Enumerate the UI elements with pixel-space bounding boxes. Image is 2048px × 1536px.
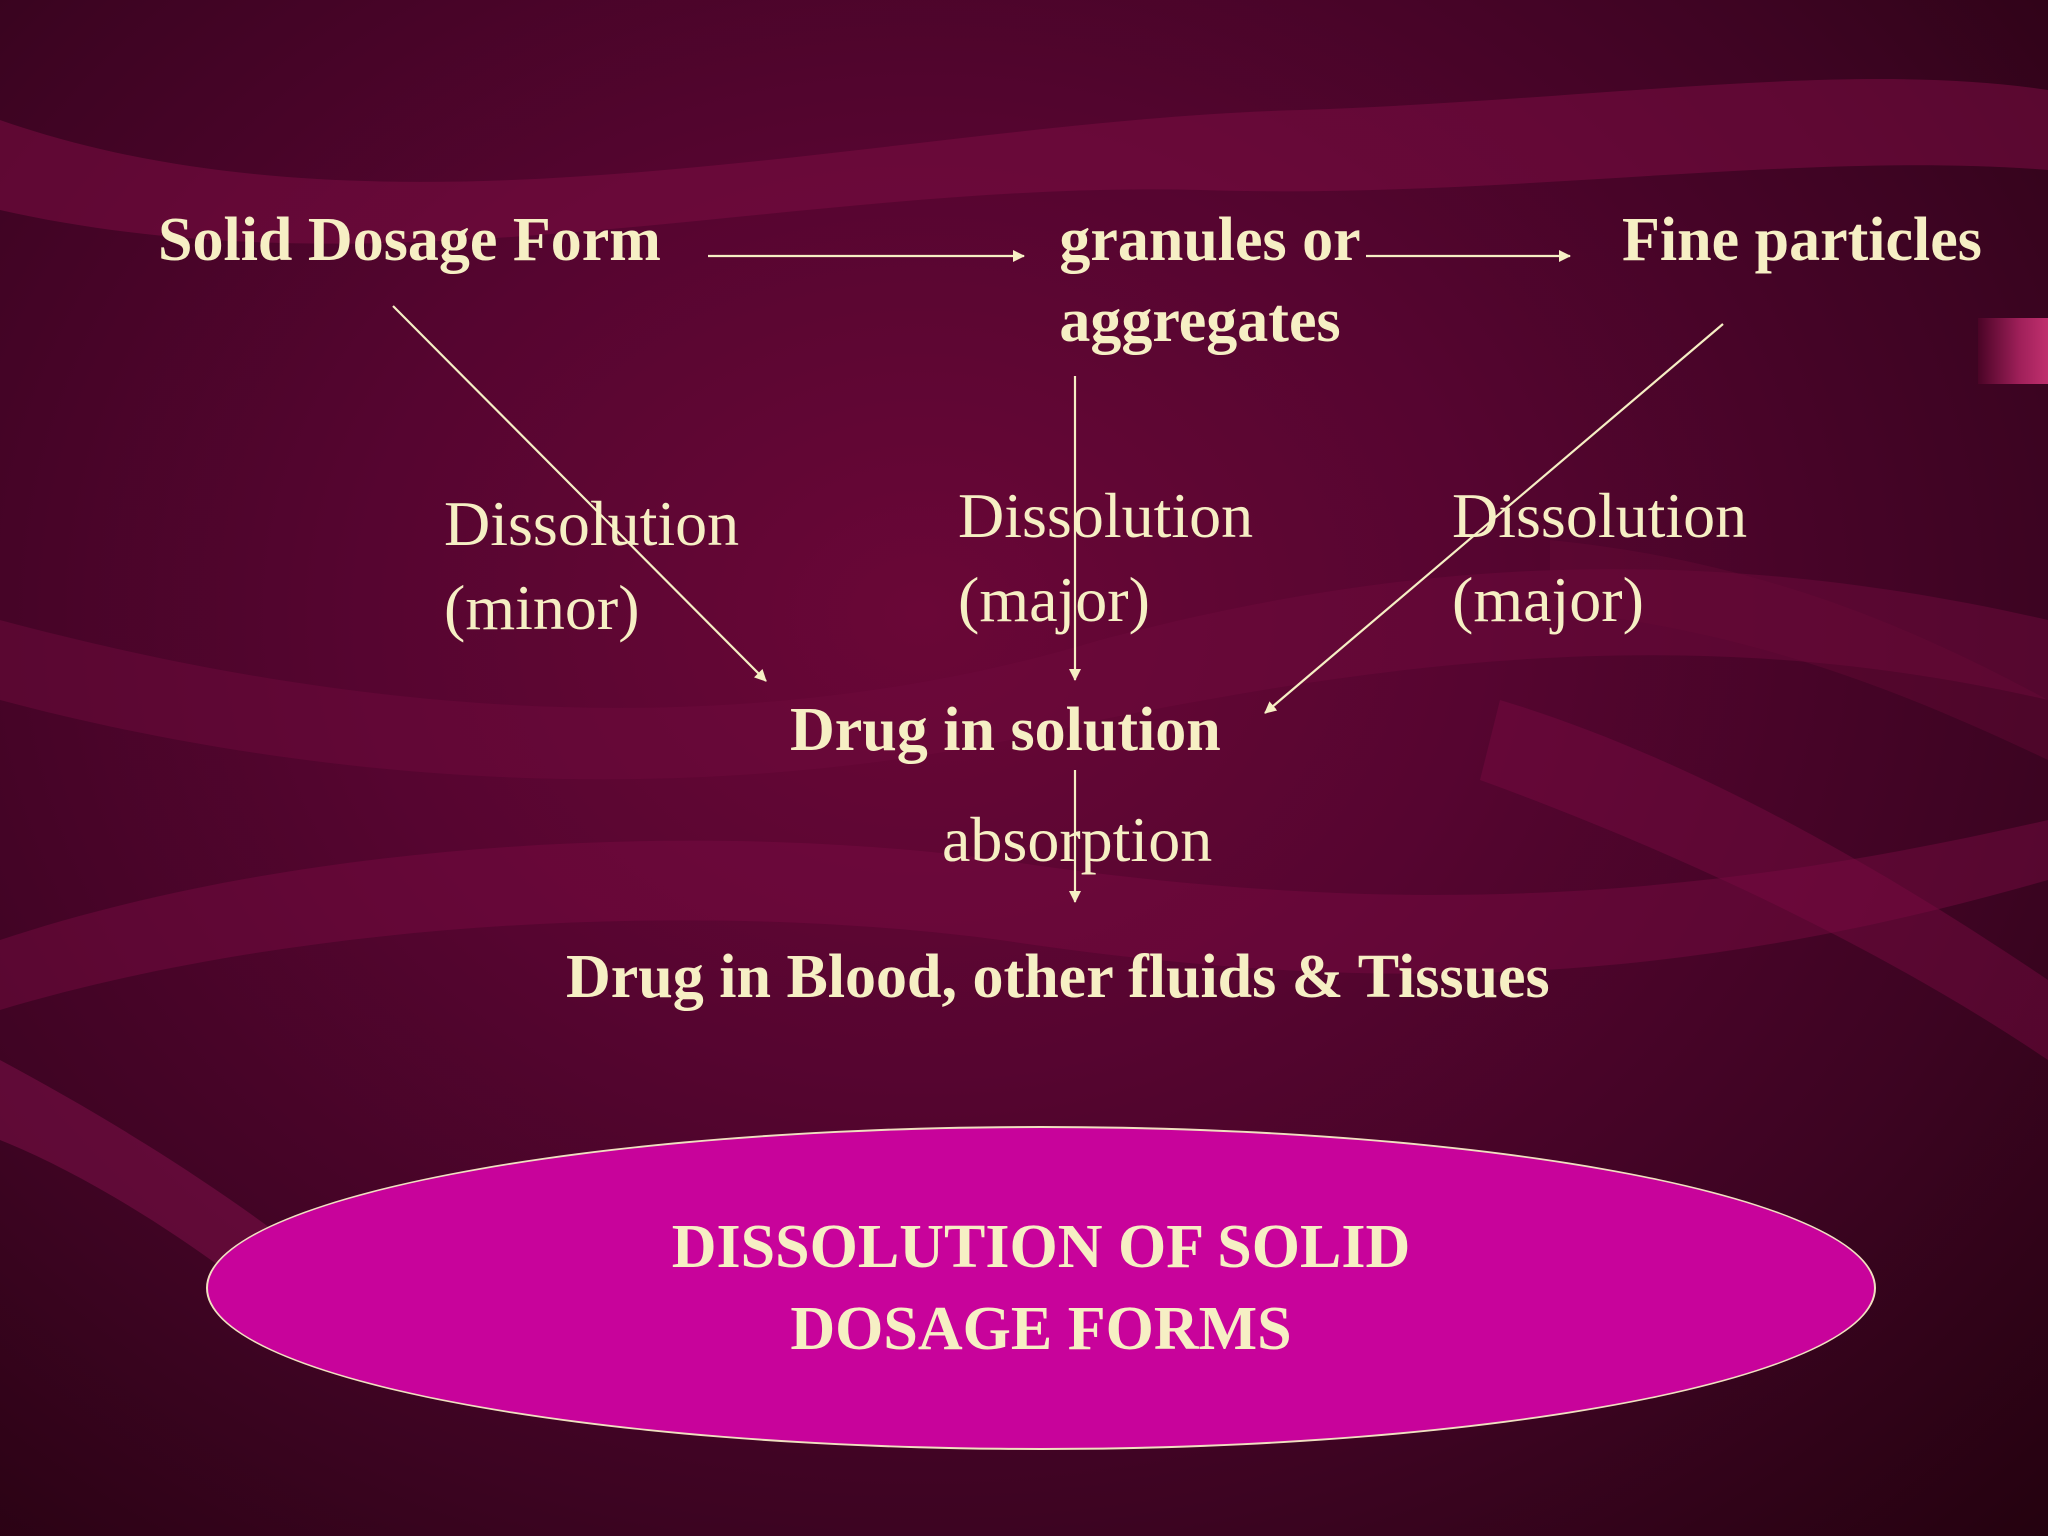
label-dissolution-minor-line2: (minor): [444, 572, 640, 643]
node-drug-in-solution: Drug in solution: [790, 696, 1221, 764]
title-banner-text: DISSOLUTION OF SOLID DOSAGE FORMS: [672, 1206, 1410, 1370]
node-fine-particles: Fine particles: [1622, 206, 1982, 274]
label-dissolution-major-right-line1: Dissolution: [1452, 480, 1748, 551]
title-banner: DISSOLUTION OF SOLID DOSAGE FORMS: [206, 1126, 1876, 1450]
label-absorption: absorption: [942, 804, 1213, 875]
node-granules-line1: granules or: [1059, 206, 1361, 274]
label-dissolution-major-right-line2: (major): [1452, 564, 1644, 635]
side-accent-bar: [1978, 318, 2048, 384]
node-granules-line2: aggregates: [1059, 287, 1341, 355]
label-dissolution-minor-line1: Dissolution: [444, 488, 740, 559]
label-dissolution-major-middle-line1: Dissolution: [958, 480, 1254, 551]
arrow-solid-to-solution: [392, 305, 767, 682]
arrow-fine-to-solution: [1264, 323, 1724, 714]
node-drug-in-blood: Drug in Blood, other fluids & Tissues: [566, 943, 1550, 1011]
title-banner-line1: DISSOLUTION OF SOLID: [671, 1213, 1411, 1281]
label-dissolution-major-middle-line2: (major): [958, 564, 1150, 635]
title-banner-line2: DOSAGE FORMS: [790, 1295, 1292, 1363]
node-solid-dosage-form: Solid Dosage Form: [158, 206, 661, 274]
